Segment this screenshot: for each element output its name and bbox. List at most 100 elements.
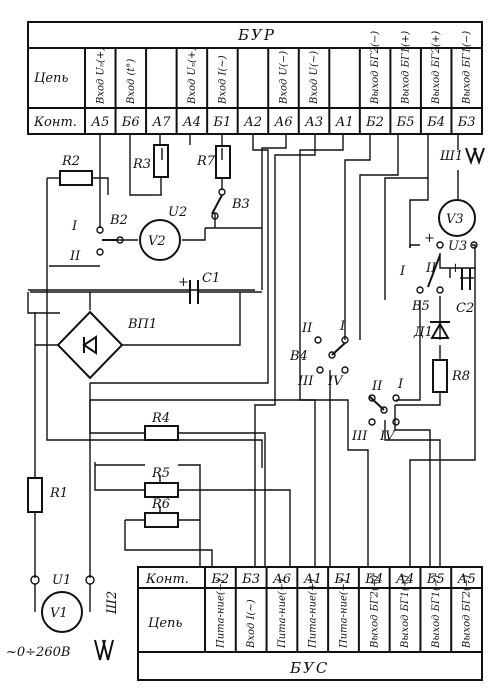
label-b3: В3	[231, 197, 250, 212]
label-v1: V1	[50, 606, 68, 621]
pos-b4-III: III	[297, 374, 314, 389]
pos-b4-I: I	[339, 319, 346, 334]
pos-b4-II: II	[301, 321, 313, 336]
resistor-r4: R4	[144, 411, 179, 441]
label-b2: В2	[109, 213, 128, 228]
label-d1: Д1	[413, 325, 433, 340]
bottom-circuit-0: Пита-ние(−)	[215, 579, 226, 649]
label-r4: R4	[151, 411, 170, 426]
diode-bridge-vp1: ВП1	[56, 310, 157, 380]
bottom-table-title: БУС	[289, 659, 329, 677]
bottom-contact-6: А4	[395, 572, 414, 587]
resistor-r3: R3	[132, 144, 169, 195]
plug-sh1: Ш1	[439, 147, 485, 165]
bottom-contact-1: Б3	[241, 572, 260, 587]
pos-b4b-II: II	[371, 379, 383, 394]
top-circuit-11: Выход БГ2(+)	[431, 31, 442, 105]
top-circuit-12: Выход БГ1(−)	[462, 31, 473, 105]
top-row-circuit-label: Цепь	[34, 71, 68, 86]
plug-sh2: Ш2	[94, 591, 120, 661]
top-circuit-10: Выход БГ1(+)	[401, 31, 412, 105]
bottom-contact-3: А1	[303, 572, 322, 587]
top-contact-8: А1	[335, 115, 354, 130]
top-contact-2: А7	[151, 115, 171, 130]
top-contact-10: Б5	[396, 115, 415, 130]
bottom-contact-7: Б5	[426, 572, 445, 587]
top-circuit-4: Вход I(~)	[217, 55, 228, 105]
bottom-row-contact-label: Конт.	[145, 572, 189, 587]
label-v3-plus: +	[424, 231, 435, 246]
rotary-switch-b4: В4 II I III IV II I III IV	[289, 319, 404, 444]
pos-b4b-IV: IV	[379, 429, 396, 444]
bottom-row-circuit-label: Цепь	[148, 616, 182, 631]
top-contact-1: Б6	[121, 115, 140, 130]
switch-b5: В5 I II	[399, 254, 444, 314]
top-contact-5: А2	[243, 115, 262, 130]
bottom-circuit-6: Выход БГ1(+)	[400, 575, 411, 649]
label-u3: U3	[448, 239, 467, 254]
bottom-contact-0: Б2	[210, 572, 229, 587]
label-v3: V3	[446, 212, 464, 227]
label-r7: R7	[196, 154, 216, 169]
resistor-r2: R2	[59, 154, 93, 186]
label-c2-plus: +	[450, 261, 461, 276]
bottom-circuit-4: Пита-ние(~)	[339, 579, 350, 649]
switch-b2: В2 I II	[69, 213, 128, 264]
top-circuit-9: Выход БГ2(−)	[370, 31, 381, 105]
label-r6: R6	[151, 497, 170, 512]
voltmeter-v1: V1 U1 ~0÷260В	[6, 573, 95, 660]
label-r1: R1	[49, 486, 68, 501]
top-contact-11: Б4	[426, 115, 445, 130]
label-vp1: ВП1	[127, 317, 157, 332]
pos-b4b-I: I	[397, 377, 404, 392]
top-circuit-6: Вход U(−)	[279, 51, 290, 105]
label-r8: R8	[451, 369, 470, 384]
label-r2: R2	[61, 154, 80, 169]
label-c2: C2	[456, 301, 474, 316]
label-sh1: Ш1	[439, 149, 463, 164]
top-contact-9: Б2	[365, 115, 384, 130]
wires	[27, 134, 476, 578]
supply-voltage-label: ~0÷260В	[6, 645, 70, 660]
top-contact-4: Б1	[212, 115, 231, 130]
label-b5: В5	[411, 299, 430, 314]
label-c1-plus: +	[178, 275, 189, 290]
resistor-r7: R7	[196, 145, 231, 179]
label-sh2: Ш2	[105, 591, 120, 615]
top-contact-3: А4	[182, 115, 201, 130]
switch-b3: В3	[211, 188, 250, 220]
label-u2: U2	[168, 205, 187, 220]
bottom-circuit-5: Выход БГ2(+)	[369, 575, 380, 649]
capacitor-c1: + C1	[178, 271, 220, 304]
voltmeter-v3: V3 U3 +	[424, 199, 478, 254]
top-row-contact-label: Конт.	[33, 115, 77, 130]
bottom-contact-4: Б1	[334, 572, 353, 587]
bottom-circuit-8: Выход БГ2(−)	[462, 575, 473, 649]
label-v2: V2	[148, 234, 166, 249]
bottom-contact-5: Б4	[364, 572, 383, 587]
pos-b2-II: II	[69, 249, 81, 264]
label-r3: R3	[132, 157, 151, 172]
bottom-circuit-3: Пита-ние(+)	[308, 579, 319, 649]
pos-b5-I: I	[399, 264, 406, 279]
bottom-contact-2: А6	[272, 572, 291, 587]
resistor-r6: R6	[144, 497, 179, 528]
label-r5: R5	[151, 466, 170, 481]
bottom-circuit-7: Выход БГ1(−)	[431, 575, 442, 649]
pos-b4b-III: III	[351, 429, 368, 444]
label-u1: U1	[52, 573, 71, 588]
top-circuit-1: Вход (t°)	[126, 59, 137, 105]
bottom-circuit-2: Пита-ние(−)	[277, 579, 288, 649]
bottom-circuit-1: Вход I(~)	[246, 599, 257, 649]
top-table-title: БУР	[237, 26, 276, 44]
capacitor-c2: C2 +	[450, 261, 474, 316]
top-contact-7: А3	[304, 115, 323, 130]
label-b4: В4	[289, 349, 308, 364]
voltmeter-v2: V2 U2	[139, 205, 187, 261]
resistor-r1: R1	[27, 477, 68, 513]
pos-b5-II: II	[425, 261, 437, 276]
top-contact-0: А5	[90, 115, 109, 130]
